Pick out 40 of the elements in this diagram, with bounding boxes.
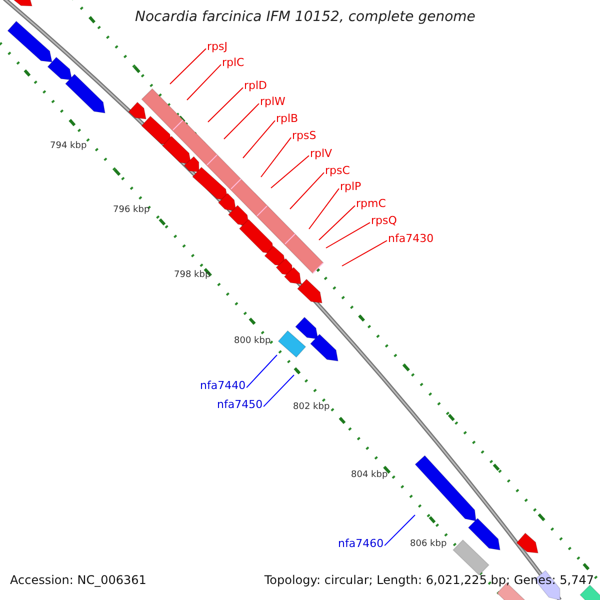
scale-label: 796 kbp (113, 205, 150, 216)
gene-label: rplD (244, 80, 268, 93)
scale-label: 802 kbp (293, 402, 330, 412)
gene-label: nfa7440 (200, 380, 246, 393)
leader-line (384, 514, 416, 546)
scale-label: 800 kbp (234, 336, 271, 346)
chart-title: Nocardia farcinica IFM 10152, complete genome (135, 9, 476, 26)
scale-label: 806 kbp (410, 539, 447, 550)
gene-label: rpsJ (207, 41, 228, 54)
gene-label: rpsC (325, 165, 350, 178)
scale-label: 794 kbp (50, 141, 87, 152)
gene-label: rpsQ (371, 215, 397, 228)
leader-line (342, 240, 388, 266)
gene-label: rplB (276, 113, 298, 126)
leader-line (318, 205, 356, 240)
leader-line (260, 137, 292, 178)
gene-label: nfa7450 (217, 399, 263, 412)
gene-label: rplW (260, 96, 286, 109)
gene-label: nfa7430 (388, 233, 434, 246)
gene-label: rplC (222, 57, 244, 70)
leader-line (208, 87, 244, 122)
leader-line (263, 374, 294, 408)
leader-line (170, 48, 206, 84)
gene-label: rpmC (356, 198, 386, 211)
leader-line (308, 188, 340, 230)
gene-label: rpsS (292, 130, 316, 143)
leader-line (270, 155, 310, 188)
gene-label: rplP (340, 181, 362, 194)
gene-label: rplV (310, 148, 332, 161)
footer-text: Accession: NC_006361 (10, 574, 146, 588)
scale-label: 804 kbp (351, 470, 388, 480)
leader-line (326, 222, 370, 248)
leader-line (224, 103, 260, 140)
gene-label: nfa7460 (338, 538, 384, 551)
scale-label: 798 kbp (174, 270, 211, 280)
leader-line (242, 120, 276, 158)
footer-text: Topology: circular; Length: 6,021,225 bp; Genes: 5,747 (264, 574, 594, 588)
leader-line (246, 354, 278, 388)
leader-line (290, 172, 324, 210)
leader-line (186, 64, 222, 100)
